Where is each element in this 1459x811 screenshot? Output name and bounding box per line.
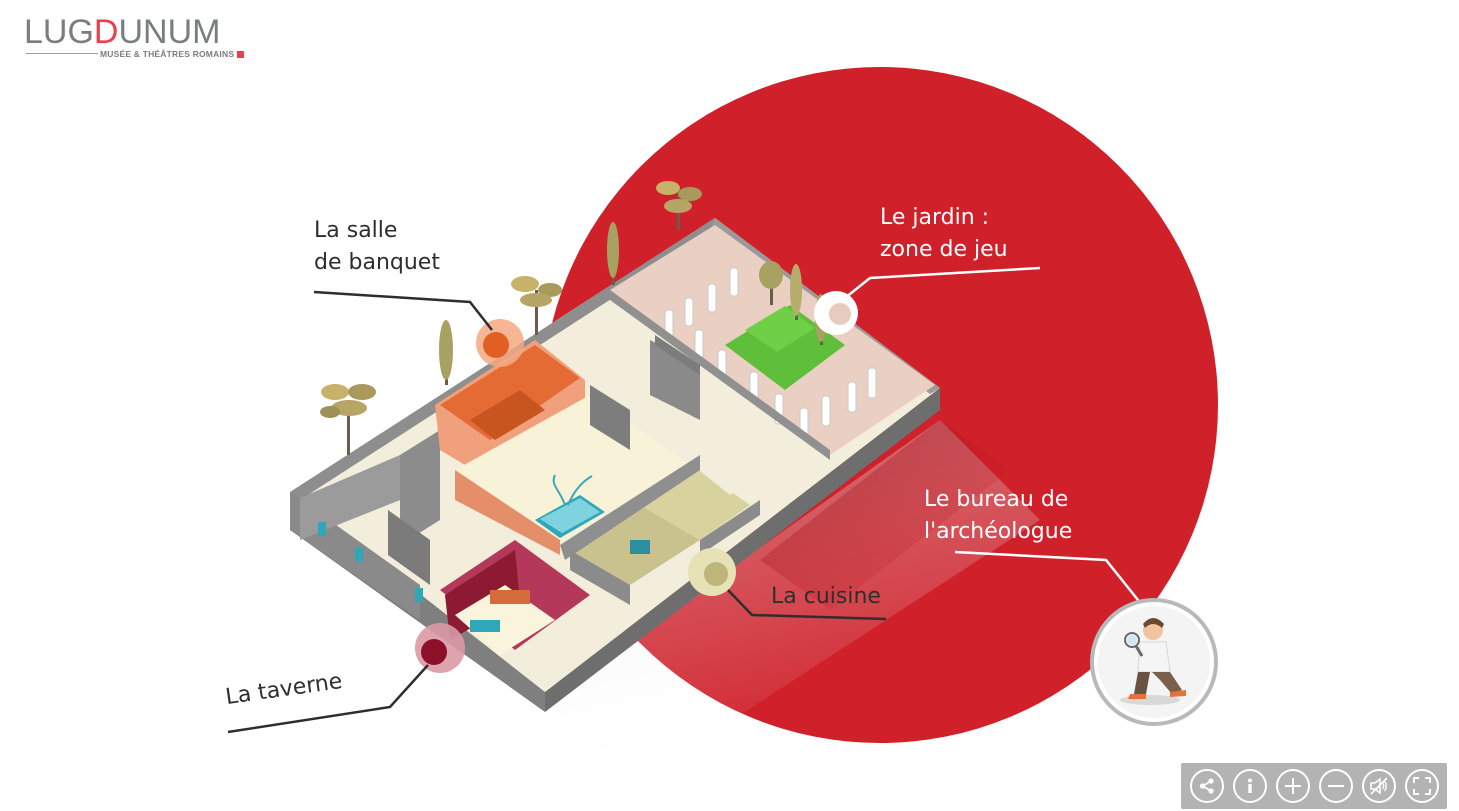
hotspot-taverne[interactable] [415, 623, 465, 673]
share-icon [1199, 778, 1214, 794]
leader-line-taverne [227, 664, 429, 734]
zoom-out-button[interactable] [1318, 769, 1353, 803]
zoom-in-icon [1284, 778, 1301, 794]
house-model [290, 218, 940, 712]
leader-line-bureau [954, 550, 1143, 606]
label-bureau-archeologue[interactable]: Le bureau de l'archéologue [924, 484, 1072, 548]
logo-wordmark: LUGDUNUM [24, 13, 221, 51]
leader-line-jardin [844, 266, 1041, 299]
zoom-in-button[interactable] [1275, 769, 1310, 803]
hotspot-cuisine[interactable] [688, 548, 736, 596]
label-cuisine-text: La cuisine [771, 584, 881, 609]
hotspot-jardin[interactable] [814, 291, 858, 335]
sound-toggle-button[interactable] [1361, 769, 1396, 803]
label-banquet[interactable]: La salle de banquet [314, 215, 440, 279]
viewer-toolbar [1181, 763, 1447, 809]
logo-square-icon [237, 51, 245, 58]
label-banquet-line2: de banquet [314, 250, 440, 275]
label-bureau-line1: Le bureau de [924, 487, 1069, 512]
fullscreen-button[interactable] [1404, 769, 1439, 803]
label-jardin-line1: Le jardin : [880, 205, 990, 230]
hotspot-banquet[interactable] [476, 319, 524, 367]
logo-rule [26, 53, 98, 54]
share-button[interactable] [1189, 769, 1224, 803]
logo-subtitle: MUSÉE & THÉÂTRES ROMAINS [100, 49, 245, 59]
info-button[interactable] [1232, 769, 1267, 803]
lugdunum-logo[interactable]: LUGDUNUM MUSÉE & THÉÂTRES ROMAINS [24, 14, 254, 62]
fullscreen-icon [1412, 777, 1431, 795]
label-cuisine[interactable]: La cuisine [771, 581, 881, 613]
label-banquet-line1: La salle [314, 218, 398, 243]
house-shadow-red [760, 420, 1010, 610]
label-jardin-line2: zone de jeu [880, 237, 1008, 262]
archeologist-figure [1120, 618, 1186, 705]
leader-line-cuisine [727, 589, 887, 621]
info-icon [1247, 778, 1252, 793]
label-jardin[interactable]: Le jardin : zone de jeu [880, 202, 1008, 266]
leader-line-banquet [313, 290, 493, 331]
hotspot-bureau-archeologue[interactable] [1090, 598, 1218, 726]
label-bureau-line2: l'archéologue [924, 519, 1073, 544]
sound-off-icon [1369, 777, 1388, 795]
zoom-out-icon [1327, 785, 1344, 787]
